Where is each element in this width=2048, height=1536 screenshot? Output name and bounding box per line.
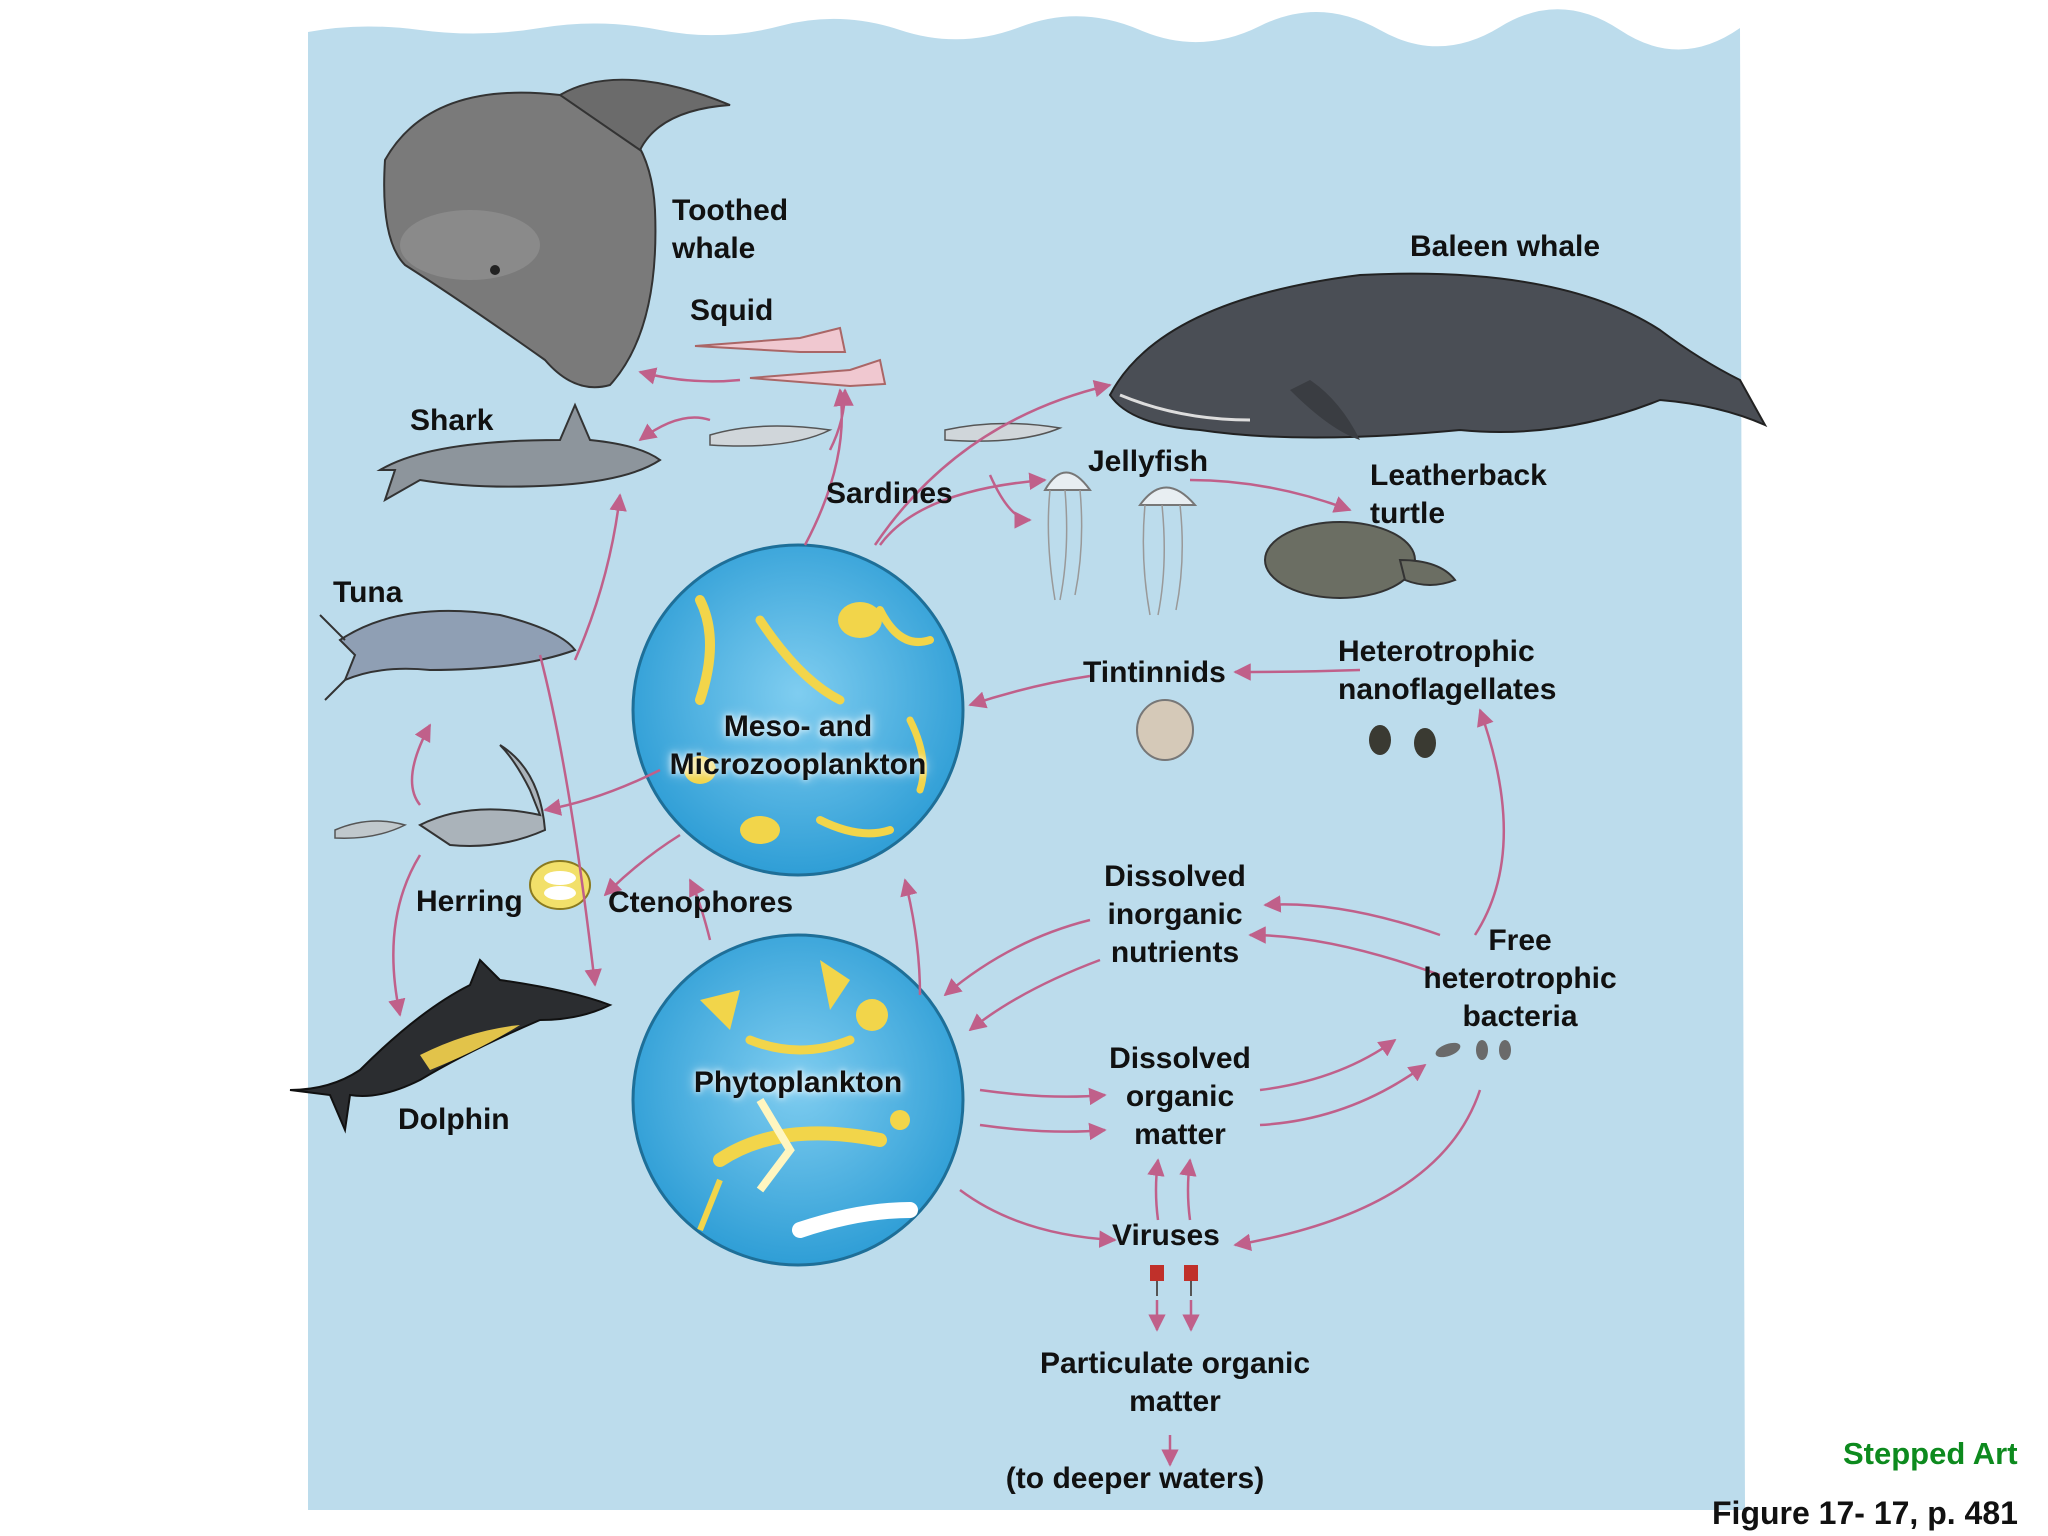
shark-illustration bbox=[376, 402, 662, 503]
leatherback-turtle-illustration bbox=[1264, 521, 1457, 599]
nanoflagellate-illustration bbox=[1369, 725, 1436, 758]
ctenophore-illustration bbox=[529, 860, 591, 910]
jellyfish-illustration bbox=[1043, 471, 1198, 616]
caption-stepped-art: Stepped Art bbox=[1843, 1436, 2018, 1471]
baleen-whale-illustration bbox=[1108, 272, 1768, 440]
label-shark: Shark bbox=[410, 404, 494, 437]
zooplankton-circle bbox=[631, 543, 965, 877]
flow-arrows bbox=[388, 367, 1505, 1467]
dolphin-illustration bbox=[289, 958, 613, 1134]
bacteria-illustration bbox=[1435, 1040, 1511, 1060]
label-herring: Herring bbox=[416, 885, 523, 918]
label-toothed-whale: Toothed whale bbox=[672, 194, 789, 265]
label-dissolved-organic-matter: Dissolved organic matter bbox=[1109, 1042, 1251, 1151]
label-particulate-organic-matter: Particulate organic matter bbox=[1039, 1347, 1311, 1418]
herring-illustration bbox=[334, 744, 547, 847]
label-phytoplankton: Phytoplankton bbox=[693, 1066, 903, 1099]
label-sardines: Sardines bbox=[826, 477, 953, 510]
label-viruses: Viruses bbox=[1112, 1219, 1220, 1252]
tintinnid-illustration bbox=[1136, 699, 1194, 761]
label-baleen-whale: Baleen whale bbox=[1410, 230, 1601, 263]
label-ctenophores: Ctenophores bbox=[608, 886, 794, 919]
toothed-whale-illustration bbox=[383, 78, 731, 389]
label-dolphin: Dolphin bbox=[398, 1103, 510, 1136]
tuna-illustration bbox=[319, 609, 577, 701]
label-tuna: Tuna bbox=[333, 576, 403, 609]
label-zooplankton: Meso- and Microzooplankton bbox=[669, 710, 927, 781]
squid-illustration bbox=[694, 326, 887, 388]
label-tintinnids: Tintinnids bbox=[1083, 656, 1226, 689]
label-free-heterotrophic-bacteria: Free heterotrophic bacteria bbox=[1423, 924, 1617, 1033]
label-squid: Squid bbox=[690, 294, 774, 327]
label-heterotrophic-nanoflagellates: Heterotrophic nanoflagellates bbox=[1338, 635, 1557, 706]
phytoplankton-circle bbox=[631, 933, 965, 1267]
virus-illustration bbox=[1150, 1265, 1198, 1296]
caption-figure-reference: Figure 17- 17, p. 481 bbox=[1712, 1495, 2018, 1531]
label-jellyfish: Jellyfish bbox=[1088, 445, 1209, 478]
label-dissolved-inorganic-nutrients: Dissolved inorganic nutrients bbox=[1104, 860, 1246, 969]
label-to-deeper-waters: (to deeper waters) bbox=[1005, 1462, 1265, 1495]
label-leatherback-turtle: Leatherback turtle bbox=[1370, 459, 1547, 530]
